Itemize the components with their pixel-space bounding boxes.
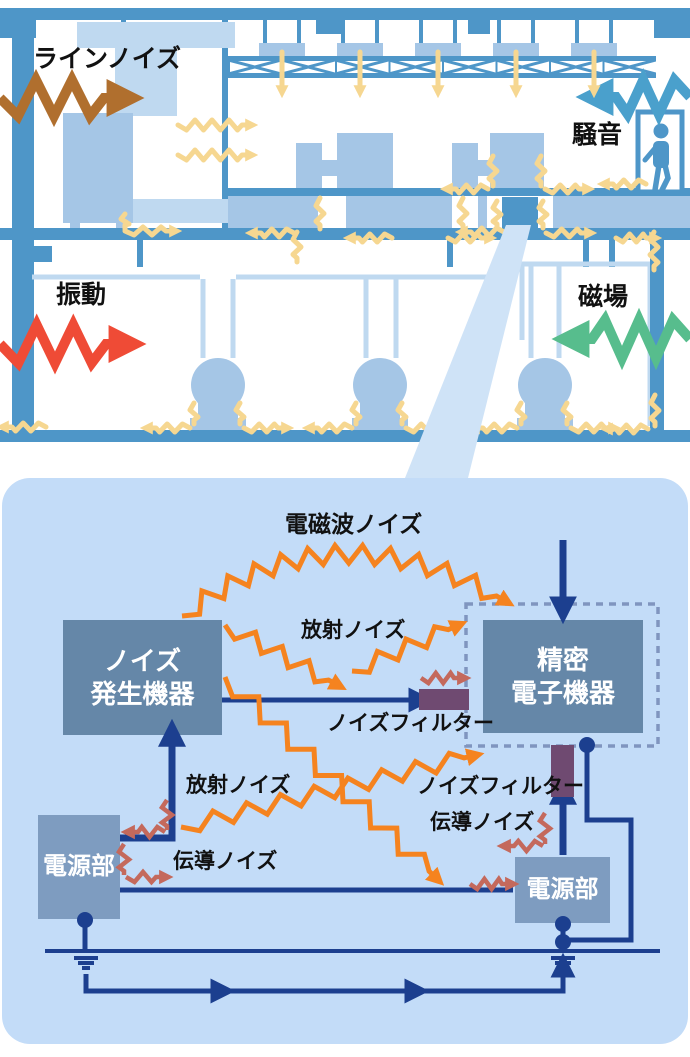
- noise-source-box-label: ノイズ 発生機器: [90, 646, 195, 709]
- radiated-noise-top-label: 放射ノイズ: [301, 619, 406, 642]
- hall-machine-2: [452, 133, 544, 188]
- callout-beam: [405, 225, 531, 478]
- pump-2: [352, 358, 408, 430]
- junction-dot: [555, 934, 571, 950]
- precision-equipment-box: [483, 620, 643, 733]
- pump-3: [517, 358, 573, 430]
- ceiling-rods: [263, 20, 613, 45]
- conducted-noise-right-label: 伝導ノイズ: [430, 811, 535, 834]
- noise-filter-horizontal: [419, 689, 469, 710]
- leak-noise-zigzags: [0, 117, 663, 436]
- conveyor: [133, 199, 233, 223]
- conducted-noise-left-label: 伝導ノイズ: [173, 850, 278, 873]
- basement: [0, 240, 690, 442]
- line-noise-arrow: [0, 68, 145, 128]
- machine-cabinet: [63, 113, 133, 229]
- junction-dot: [77, 912, 93, 928]
- radiated-noise-zigzags: [180, 541, 515, 886]
- basement-right-wall: [650, 240, 664, 430]
- vibration-arrow: [0, 313, 147, 375]
- ground-loop-segment-3: [406, 952, 576, 994]
- noise-filter-right-label: ノイズフィルター: [417, 775, 584, 798]
- emc-diagram-panel: [2, 478, 688, 1044]
- sound-label: 騒音: [572, 121, 623, 149]
- conducted-noise-zigzags: [115, 669, 554, 893]
- power-unit-right-box: [515, 857, 610, 923]
- ground-symbol-left: [74, 956, 98, 970]
- ceiling-truss: [228, 56, 656, 78]
- noise-filter-vertical: [551, 745, 574, 797]
- pump-1: [190, 358, 246, 430]
- magnetic-field-arrow: [551, 307, 690, 371]
- doorway: [635, 109, 685, 195]
- junction-dot: [579, 737, 595, 753]
- hall-machine-1: [296, 133, 393, 188]
- person-icon: [642, 123, 671, 193]
- sound-noise-arrow: [575, 68, 690, 126]
- precision-equipment-box-label: 精密 電子機器: [510, 645, 615, 708]
- power-unit-right-label: 電源部: [526, 876, 599, 903]
- em-wave-noise-label: 電磁波ノイズ: [285, 511, 423, 537]
- power-line-to-noise-source: [120, 718, 186, 842]
- circuit-lines: [45, 540, 660, 1004]
- light-emission-arrows: [275, 49, 601, 99]
- power-unit-left-box: [38, 815, 120, 919]
- junction-dot: [555, 916, 571, 932]
- em-wave-noise-arc: [181, 541, 515, 619]
- roof-beam: [0, 8, 690, 20]
- ground-symbol-right: [551, 956, 575, 970]
- radiated-noise-left-label: 放射ノイズ: [186, 774, 291, 797]
- air-duct: [77, 22, 235, 116]
- callout-source-machine: [502, 197, 538, 228]
- line-noise-label: ラインノイズ: [33, 45, 182, 73]
- vibration-label: 振動: [56, 281, 107, 309]
- ground-loop-segment-1: [83, 974, 236, 1004]
- magnetic-field-label: 磁場: [578, 283, 629, 311]
- left-wall: [12, 8, 34, 442]
- power-unit-left-label: 電源部: [43, 853, 115, 880]
- noise-filter-mid-label: ノイズフィルター: [327, 712, 494, 735]
- noise-source-box: [63, 620, 222, 735]
- basement-floor-slab: [0, 430, 690, 442]
- ground-return-line: [565, 745, 634, 943]
- building-cross-section: [0, 8, 690, 478]
